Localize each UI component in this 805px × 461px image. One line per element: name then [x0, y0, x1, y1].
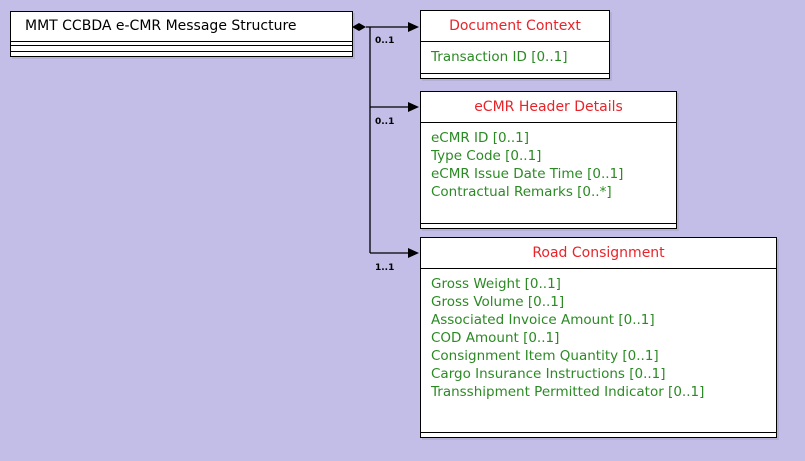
attribute-list-ecmr-header-details: eCMR ID [0..1] Type Code [0..1] eCMR Iss… — [421, 123, 676, 201]
attribute: eCMR ID [0..1] — [431, 130, 530, 146]
attribute: Transshipment Permitted Indicator [0..1] — [431, 384, 705, 400]
attribute: Gross Volume [0..1] — [431, 294, 565, 310]
class-divider — [421, 432, 776, 433]
attribute: Consignment Item Quantity [0..1] — [431, 348, 659, 364]
attribute: Transaction ID [0..1] — [431, 49, 568, 65]
class-box-ecmr-header-details[interactable]: eCMR Header Details eCMR ID [0..1] Type … — [420, 91, 677, 229]
root-class-box[interactable]: MMT CCBDA e-CMR Message Structure — [10, 11, 353, 57]
attribute-list-document-context: Transaction ID [0..1] — [421, 42, 609, 66]
class-title-document-context: Document Context — [421, 11, 609, 42]
multiplicity-road-consignment: 1..1 — [375, 263, 395, 273]
attribute: Type Code [0..1] — [431, 148, 542, 164]
attribute: Associated Invoice Amount [0..1] — [431, 312, 655, 328]
root-class-divider-bottom — [11, 51, 352, 52]
attribute: COD Amount [0..1] — [431, 330, 560, 346]
class-divider — [421, 73, 609, 74]
attribute: Gross Weight [0..1] — [431, 276, 561, 292]
composition-diamond — [352, 23, 366, 31]
arrowhead-ecmr-header — [408, 102, 419, 112]
attribute-list-road-consignment: Gross Weight [0..1] Gross Volume [0..1] … — [421, 269, 776, 401]
class-box-road-consignment[interactable]: Road Consignment Gross Weight [0..1] Gro… — [420, 237, 777, 438]
root-class-title: MMT CCBDA e-CMR Message Structure — [11, 12, 352, 42]
class-divider — [421, 223, 676, 224]
class-title-ecmr-header-details: eCMR Header Details — [421, 92, 676, 123]
arrowhead-road-consignment — [408, 248, 419, 258]
root-class-divider — [11, 45, 352, 46]
class-title-road-consignment: Road Consignment — [421, 238, 776, 269]
class-box-document-context[interactable]: Document Context Transaction ID [0..1] — [420, 10, 610, 79]
arrowhead-document-context — [408, 22, 419, 32]
attribute: Contractual Remarks [0..*] — [431, 184, 612, 200]
multiplicity-document-context: 0..1 — [375, 36, 395, 46]
attribute: Cargo Insurance Instructions [0..1] — [431, 366, 666, 382]
attribute: eCMR Issue Date Time [0..1] — [431, 166, 624, 182]
multiplicity-ecmr-header: 0..1 — [375, 117, 395, 127]
